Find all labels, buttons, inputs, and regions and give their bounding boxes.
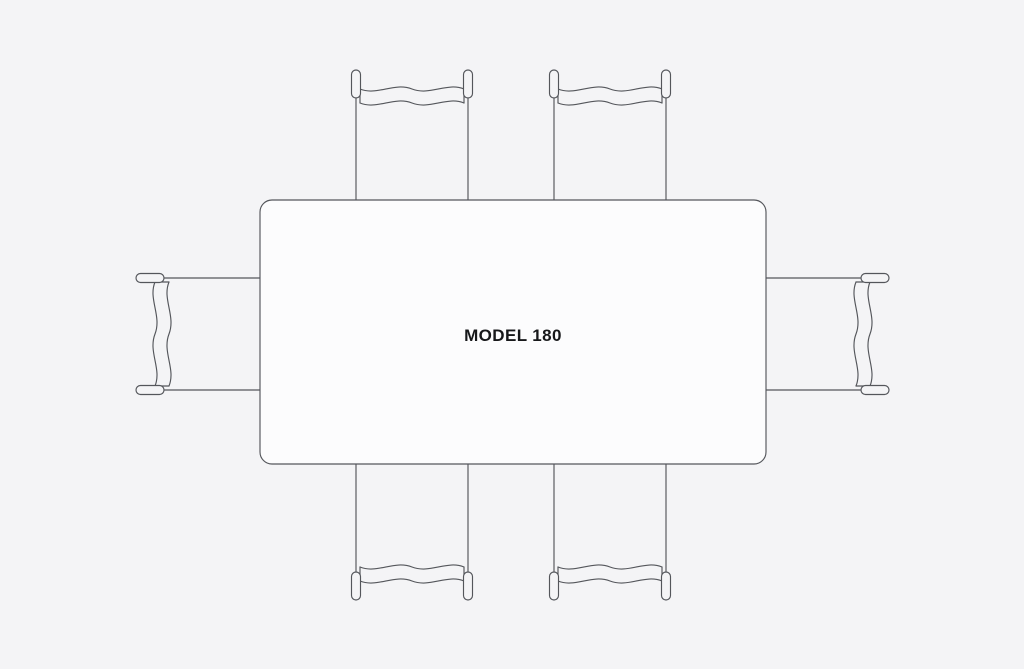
chair-right (747, 272, 890, 396)
dining-table (259, 199, 767, 465)
chair-left (135, 272, 278, 396)
chair-top-left (350, 69, 474, 212)
chair-top-right (548, 69, 672, 212)
chair-bottom-left (350, 458, 474, 601)
chair-bottom-right (548, 458, 672, 601)
table-model-label: MODEL 180 (464, 326, 562, 345)
